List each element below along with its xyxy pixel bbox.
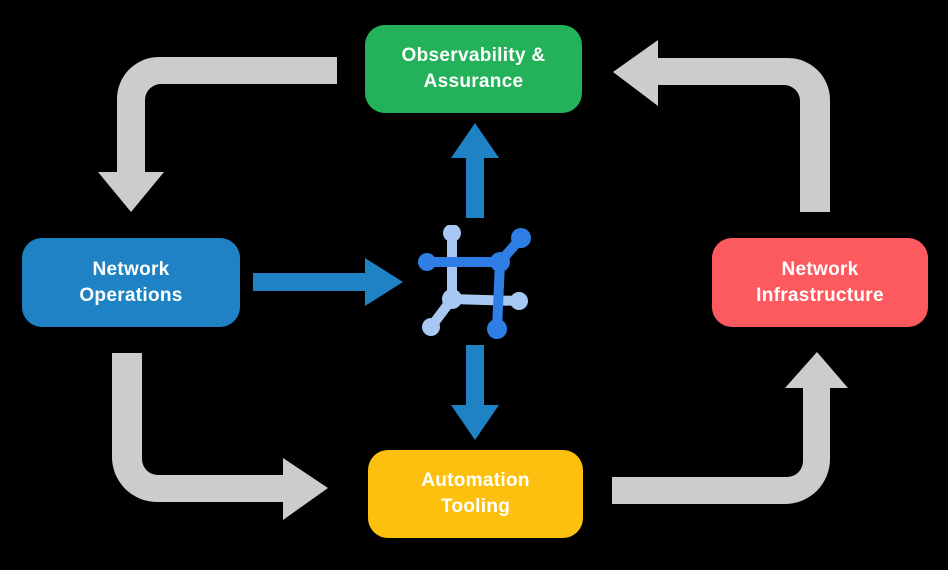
- node-automation-tooling: Automation Tooling: [368, 450, 583, 538]
- hub-light-branch: [426, 228, 524, 332]
- hub-dot-left: [418, 253, 436, 271]
- node-network-infrastructure: Network Infrastructure: [712, 238, 928, 327]
- arrow-hub-to-observability: [451, 123, 499, 218]
- node-label-line: Infrastructure: [756, 284, 884, 306]
- hub-dot-bottom: [487, 319, 507, 339]
- arrow-infrastructure-to-observability: [613, 40, 830, 212]
- hub-bottom-edge: [447, 294, 524, 306]
- arrow-observability-to-operations: [98, 57, 337, 212]
- hub-junction-bottom-left: [442, 289, 462, 309]
- hub-dot-top-right: [511, 228, 531, 248]
- hub-junction-top-right: [490, 252, 510, 272]
- arrow-hub-to-automation: [451, 345, 499, 440]
- node-label-line: Automation: [421, 470, 530, 491]
- hub-right-edge: [492, 257, 505, 334]
- arrow-automation-to-infrastructure: [612, 352, 848, 504]
- hub-light-dots: [422, 225, 528, 336]
- hub-dot-top: [443, 225, 461, 242]
- node-label-line: Tooling: [440, 496, 511, 517]
- node-label-line: Assurance: [423, 71, 524, 92]
- node-label-line: Observability &: [401, 45, 546, 66]
- node-observability-assurance: Observability & Assurance: [365, 25, 582, 113]
- hub-dot-right: [510, 292, 528, 310]
- node-label-line: Network: [92, 258, 170, 280]
- hub-dot-bottom-left: [422, 318, 440, 336]
- node-label-line: Operations: [79, 284, 183, 306]
- network-hub-icon: [418, 225, 531, 339]
- arrow-operations-to-hub: [253, 258, 403, 306]
- arrow-operations-to-automation: [112, 353, 328, 520]
- node-network-operations: Network Operations: [22, 238, 240, 327]
- node-label-line: Network: [781, 258, 859, 280]
- hub-dark-dots: [418, 228, 531, 339]
